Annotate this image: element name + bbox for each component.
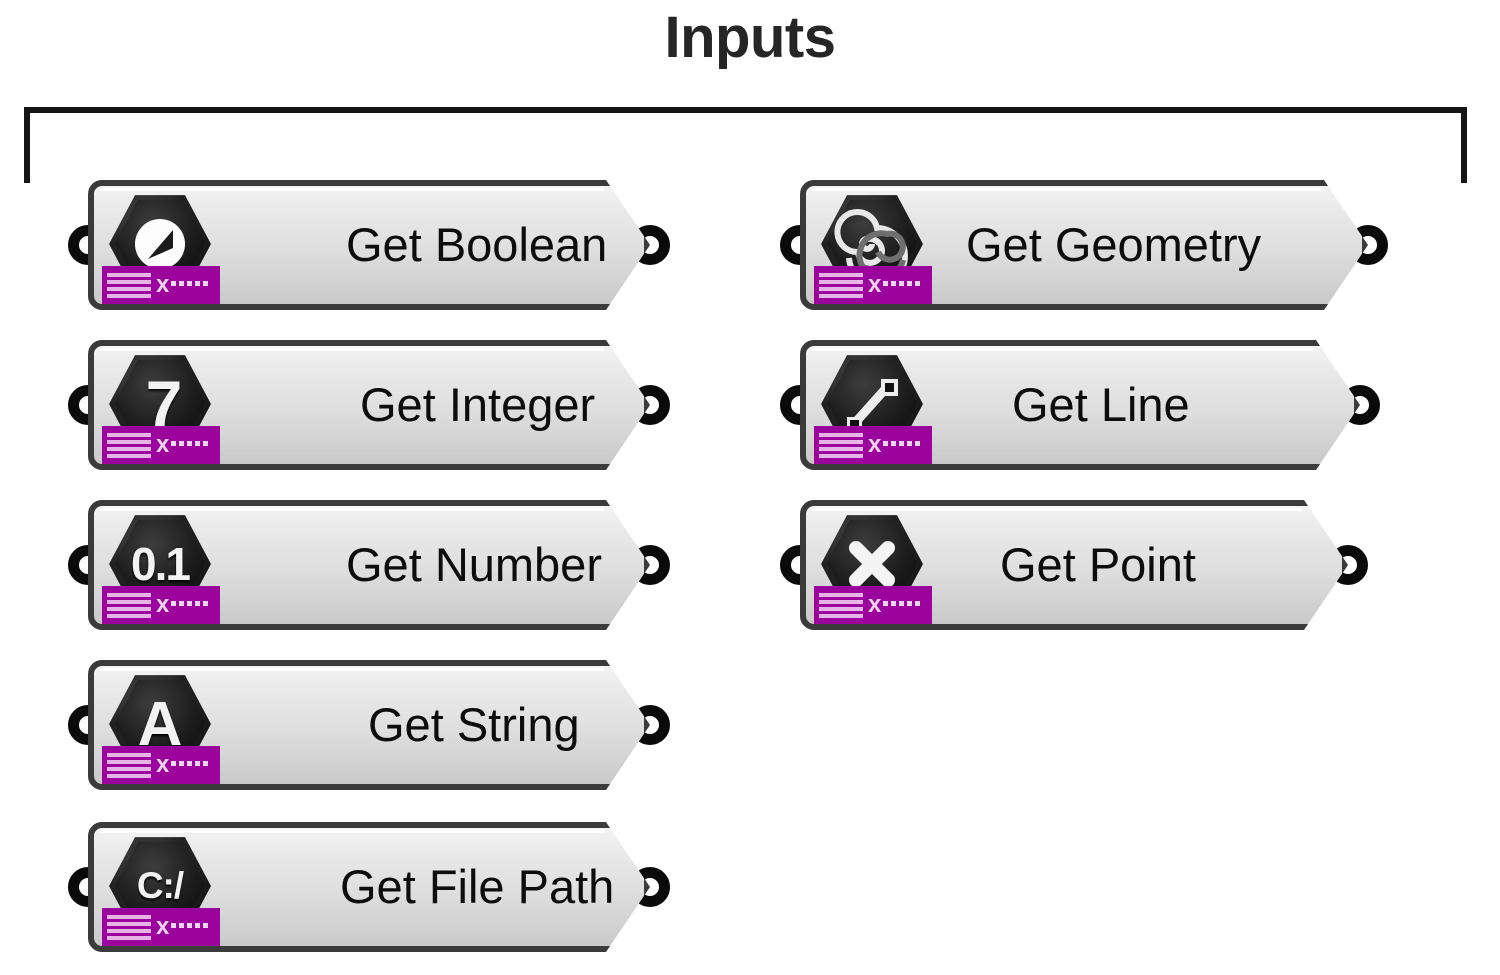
- node-label: Get Integer: [360, 378, 596, 431]
- tag-dots-icon: [171, 760, 209, 770]
- tag-lines-icon: [819, 272, 863, 298]
- file-path-icon: C:/ x: [102, 828, 220, 946]
- tag-x-label: x: [156, 751, 170, 778]
- tag-dots-icon: [883, 600, 921, 610]
- tag-x-label: x: [868, 271, 882, 298]
- node-tag-badge: x: [102, 746, 220, 784]
- tag-x-label: x: [156, 431, 170, 458]
- node-tag-badge: x: [102, 426, 220, 464]
- node-tag-badge: x: [814, 586, 932, 624]
- node-label: Get File Path: [340, 860, 615, 913]
- node-get-point[interactable]: x Get Point: [780, 500, 1368, 630]
- icon-glyph: C:/: [136, 865, 184, 906]
- tag-dots-icon: [883, 280, 921, 290]
- page-title: Inputs: [664, 5, 836, 70]
- tag-x-label: x: [156, 913, 170, 940]
- group-bracket: [24, 107, 1467, 183]
- tag-lines-icon: [107, 914, 151, 940]
- tag-dots-icon: [171, 922, 209, 932]
- icon-glyph: [108, 192, 212, 296]
- node-tag-badge: x: [102, 266, 220, 304]
- tag-dots-icon: [883, 440, 921, 450]
- node-label: Get Number: [346, 538, 602, 591]
- tag-dots-icon: [171, 280, 209, 290]
- icon-glyph: 0.1: [131, 538, 191, 590]
- tag-lines-icon: [819, 432, 863, 458]
- node-tag-badge: x: [814, 426, 932, 464]
- tag-lines-icon: [107, 592, 151, 618]
- geometry-icon: x: [814, 186, 932, 304]
- boolean-icon: x: [102, 186, 220, 304]
- node-get-boolean[interactable]: x Get Boolean: [68, 180, 670, 310]
- node-tag-badge: x: [102, 586, 220, 624]
- point-icon: x: [814, 506, 932, 624]
- node-tag-badge: x: [814, 266, 932, 304]
- node-get-line[interactable]: x Get Line: [780, 340, 1380, 470]
- node-label: Get Geometry: [966, 218, 1262, 271]
- tag-x-label: x: [156, 591, 170, 618]
- tag-x-label: x: [156, 271, 170, 298]
- tag-dots-icon: [171, 600, 209, 610]
- node-tag-badge: x: [102, 908, 220, 946]
- tag-lines-icon: [819, 592, 863, 618]
- node-label: Get Line: [1012, 378, 1190, 431]
- icon-glyph: [820, 512, 924, 616]
- tag-x-label: x: [868, 591, 882, 618]
- tag-x-label: x: [868, 431, 882, 458]
- node-label: Get Point: [1000, 538, 1196, 591]
- node-label: Get Boolean: [346, 218, 608, 271]
- tag-dots-icon: [171, 440, 209, 450]
- node-get-file-path[interactable]: C:/ x Get File Path: [68, 822, 670, 952]
- tag-lines-icon: [107, 752, 151, 778]
- node-label: Get String: [368, 698, 580, 751]
- tag-lines-icon: [107, 432, 151, 458]
- line-icon: x: [814, 346, 932, 464]
- tag-lines-icon: [107, 272, 151, 298]
- node-get-geometry[interactable]: x Get Geometry: [780, 180, 1388, 310]
